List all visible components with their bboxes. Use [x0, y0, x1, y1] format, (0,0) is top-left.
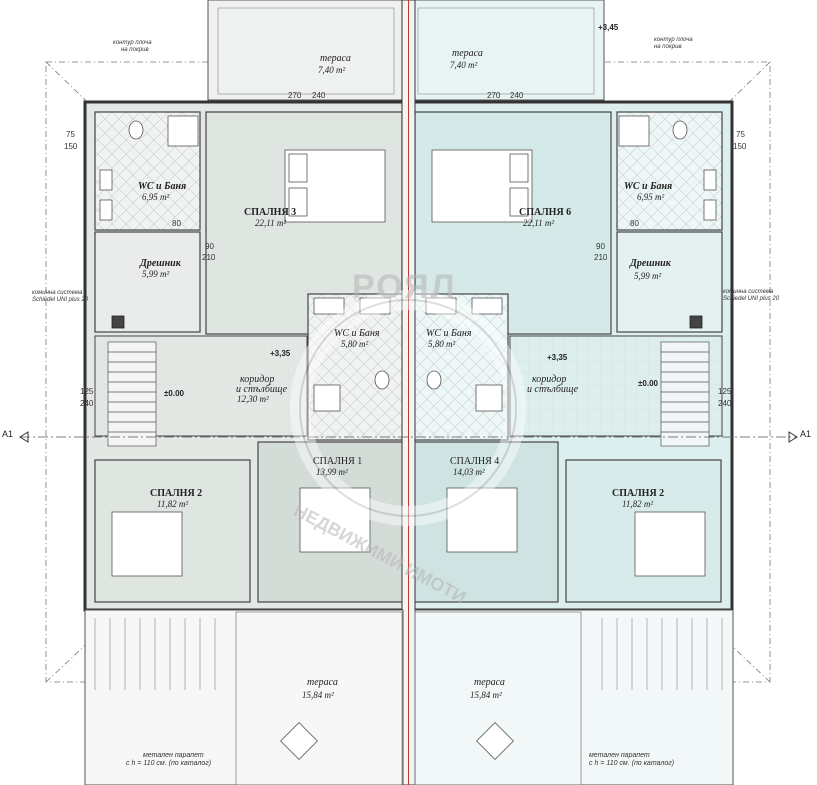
chimney-left-note2: Schiedel UNI plus 20: [32, 297, 89, 303]
axis-left-label: A1: [2, 429, 14, 439]
parapet-left-note2: с h = 110 см. (по каталог): [126, 760, 212, 767]
dim-75-left: 75: [66, 130, 75, 139]
dim-75-right: 75: [736, 130, 745, 139]
corridor-left-area-label: 12,30 m²: [237, 394, 269, 404]
terrace-top-right-name: тераса: [452, 48, 483, 59]
terrace-bottom-right-name: тераса: [474, 677, 505, 688]
wc-right-area-label: 6,95 m²: [637, 192, 665, 202]
bedroom6-name: СПАЛНЯ 6: [519, 207, 572, 218]
roof-contour-left-note2: на покрив: [121, 47, 149, 53]
chimney-icons: [111, 315, 703, 329]
bedroom3-area-label: 22,11 m²: [255, 218, 287, 228]
terrace-top-left-area: 7,40 m²: [318, 65, 346, 75]
corridor-right-name2: и стълбище: [527, 384, 579, 395]
wc-right-name: WC и Баня: [624, 181, 673, 192]
level-stair-right: ±0.00: [638, 379, 658, 388]
terrace-top-left-name: тераса: [320, 53, 351, 64]
wc-mid-right-name: WC и Баня: [426, 328, 472, 339]
bedroom6-area-label: 22,11 m²: [523, 218, 555, 228]
bedroom1-area-label: 13,99 m²: [316, 467, 348, 477]
stairs-right: [660, 341, 710, 447]
corridor-left-name1: коридор: [240, 374, 275, 385]
terrace-bottom-right-area: 15,84 m²: [470, 690, 502, 700]
chimney-right-note1: коминна система: [723, 289, 774, 295]
wc-left-area-label: 6,95 m²: [142, 192, 170, 202]
party-wall: [401, 0, 416, 785]
dim-240-right: 240: [510, 91, 524, 100]
dim-90-left: 90: [205, 242, 214, 251]
wc-mid-right-area-label: 5,80 m²: [428, 339, 456, 349]
watermark-logo: [290, 290, 526, 526]
axis-right-label: A1: [800, 429, 812, 439]
roof-contour-right-note2: на покрив: [654, 44, 682, 50]
dim-210-left: 210: [202, 253, 216, 262]
bed-icons: [111, 149, 706, 577]
dim-240-stair-left: 240: [80, 399, 94, 408]
stairs-left: [107, 341, 157, 447]
bedroom4-area-label: 14,03 m²: [453, 467, 485, 477]
roof-contour-right-note1: контур плоча: [654, 37, 693, 43]
dim-240-left: 240: [312, 91, 326, 100]
level-top: +3,45: [598, 23, 619, 32]
wc-mid-right-area: [411, 293, 509, 441]
terrace-bottom-left-area: 15,84 m²: [302, 690, 334, 700]
dim-240-stair-right: 240: [718, 399, 732, 408]
closet-right-name: Дрешник: [630, 258, 671, 269]
parapet-right-note1: метален парапет: [589, 752, 650, 759]
bedroom4-name: СПАЛНЯ 4: [450, 456, 500, 467]
roof-contour-left-note1: контур плоча: [113, 40, 152, 46]
dim-90-right: 90: [596, 242, 605, 251]
closet-right-area: [616, 231, 723, 333]
terrace-bottom: [84, 609, 734, 785]
corridor-right-name1: коридор: [532, 374, 567, 385]
dim-80-left: 80: [172, 219, 181, 228]
sanitary-icons: [99, 115, 717, 412]
wc-mid-left-area-label: 5,80 m²: [341, 339, 369, 349]
bedroom2-right-area-label: 11,82 m²: [622, 499, 654, 509]
chimney-left-note1: коминна система: [32, 290, 83, 296]
bedroom2-left-name: СПАЛНЯ 2: [150, 488, 203, 499]
bedroom3-name: СПАЛНЯ 3: [244, 207, 297, 218]
dim-80-right: 80: [630, 219, 639, 228]
bedroom2-right-name: СПАЛНЯ 2: [612, 488, 665, 499]
bedroom1-name: СПАЛНЯ 1: [313, 456, 363, 467]
dim-150-left: 150: [64, 142, 78, 151]
closet-left-area: [94, 231, 201, 333]
corridor-left-name2: и стълбище: [236, 384, 288, 395]
wc-mid-left-area: [307, 293, 405, 441]
closet-left-name: Дрешник: [140, 258, 181, 269]
dim-125-left: 125: [80, 387, 94, 396]
closet-right-area-label: 5,99 m²: [634, 271, 662, 281]
bedroom2-left-area-label: 11,82 m²: [157, 499, 189, 509]
dim-270-right: 270: [487, 91, 501, 100]
dim-210-right: 210: [594, 253, 608, 262]
level-stair-left: ±0.00: [164, 389, 184, 398]
terrace-bottom-left-name: тераса: [307, 677, 338, 688]
dim-270-left: 270: [288, 91, 302, 100]
level-corridor-right: +3,35: [547, 353, 568, 362]
axis-a1: [19, 431, 798, 443]
parapet-left-note1: метален парапет: [143, 752, 204, 759]
closet-left-area-label: 5,99 m²: [142, 269, 170, 279]
dim-125-right: 125: [718, 387, 732, 396]
chimney-right-note2: Schiedel UNI plus 20: [723, 296, 780, 302]
watermark-logo-text: РОЯЛ: [352, 268, 457, 306]
wc-mid-left-name: WC и Баня: [334, 328, 380, 339]
terrace-top-right-area: 7,40 m²: [450, 60, 478, 70]
level-corridor-left: +3,35: [270, 349, 291, 358]
wc-left-name: WC и Баня: [138, 181, 187, 192]
dim-150-right: 150: [733, 142, 747, 151]
parapet-right-note2: с h = 110 см. (по каталог): [589, 760, 675, 767]
